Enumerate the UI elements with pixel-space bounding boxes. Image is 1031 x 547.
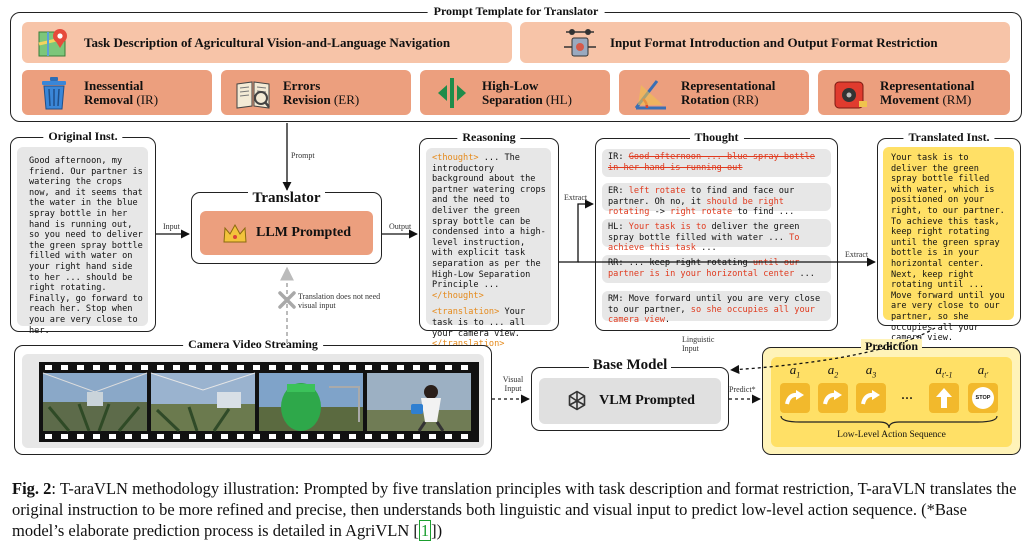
principle-er-box: Errors Revision (ER) [221,70,411,115]
action-label-2: a2 [827,362,839,380]
base-model-title: Base Model [588,357,672,373]
translated-inst-text: Your task is to deliver the green spray … [891,153,1005,344]
base-model-panel: Base Model VLM Prompted [531,357,729,431]
film-strip [39,362,479,442]
principle-rm-label: Representational Movement (RM) [880,77,975,107]
sequence-brace [780,415,998,429]
camera-frame-1 [42,372,148,432]
original-inst-panel: Original Inst. Good afternoon, my friend… [10,129,156,336]
forward-arrow-icon [936,388,952,408]
camera-frame-4 [367,373,471,432]
action-3-rotate-right [856,383,886,413]
action-2-rotate-right [818,383,848,413]
separation-arrows-icon [438,77,466,108]
map-pin-icon [38,28,67,56]
visual-input-label: Visual Input [502,375,524,393]
rotate-right-arrow-icon [823,390,842,405]
action-label-1: a1 [789,362,801,380]
protractor-angle-icon [634,79,666,109]
camera-title: Camera Video Streaming [183,337,323,352]
action-forward [929,383,959,413]
principle-rr-box: Representational Rotation (RR) [619,70,809,115]
principle-ir-label: Inessential Removal (IR) [84,77,159,107]
action-label-3: a3 [865,362,877,380]
sequence-label: Low-Level Action Sequence [837,430,946,440]
blocked-x-icon [278,291,296,309]
translated-inst-panel: Translated Inst. Your task is to deliver… [877,130,1021,343]
extract-label-thought: Extract [564,193,588,202]
reasoning-text: <thought> ... The introductory backgroun… [432,153,546,349]
extract-arrow-thought [559,199,594,263]
rotate-right-arrow-icon [861,390,880,405]
task-description-label: Task Description of Agricultural Vision-… [84,34,451,50]
rotate-right-arrow-icon [785,390,804,405]
thought-title: Thought [689,130,744,145]
principle-rr-label: Representational Rotation (RR) [681,77,776,107]
vlm-prompted-label: VLM Prompted [599,393,695,408]
translated-inst-title: Translated Inst. [903,130,995,145]
prompt-template-title: Prompt Template for Translator [427,4,605,19]
translator-title: Translator [248,190,325,206]
thought-hl: HL: Your task is to deliver the green sp… [602,219,831,253]
open-book-icon [236,80,270,109]
predict-label: Predict* [729,385,756,394]
format-restriction-box: Input Format Introduction and Output For… [520,22,1010,63]
camera-frame-3 [259,373,363,431]
crown-icon [223,223,247,243]
principle-hl-label: High-Low Separation (HL) [482,77,572,107]
task-description-box: Task Description of Agricultural Vision-… [22,22,512,63]
figure-caption: Fig. 2: T-araVLN methodology illustratio… [12,479,1017,541]
input-label: Input [163,222,180,231]
thought-panel: Thought IR: Good afternoon ... blue spra… [595,130,838,331]
tape-measure-icon [834,81,867,108]
process-flow-icon [564,28,596,56]
principle-hl-box: High-Low Separation (HL) [420,70,610,115]
llm-prompted-box: LLM Prompted [200,211,373,255]
prediction-title: Prediction [860,339,923,353]
principle-er-label: Errors Revision (ER) [283,77,360,107]
extract-label-translated: Extract [845,250,869,259]
original-inst-text: Good afternoon, my friend. Our partner i… [29,156,143,336]
thought-rm: RM: Move forward until you are very clos… [602,291,831,325]
vlm-prompted-box: VLM Prompted [539,378,721,424]
translator-panel: Translator LLM Prompted [191,190,382,264]
citation-link[interactable]: 1 [418,520,432,541]
thought-rr: RR: ... keep right rotating until our pa… [602,255,831,283]
linguistic-input-label: Linguistic Input [682,335,715,353]
principle-rm-box: Representational Movement (RM) [818,70,1010,115]
action-1-rotate-right [780,383,810,413]
action-ellipsis: ... [901,386,913,403]
output-label: Output [389,222,412,231]
llm-prompted-label: LLM Prompted [255,225,351,240]
camera-panel: Camera Video Streaming [14,337,492,455]
reasoning-panel: Reasoning <thought> ... The introductory… [419,130,559,349]
original-inst-title: Original Inst. [43,129,123,144]
no-visual-label: Translation does not need visual input [298,292,381,310]
stop-icon: STOP [972,387,994,409]
principle-ir-box: Inessential Removal (IR) [22,70,212,115]
reasoning-title: Reasoning [457,130,521,145]
openai-logo-icon [568,390,586,411]
thought-er: ER: left rotate to find and face our par… [602,183,831,217]
trash-can-icon [42,76,66,109]
prediction-panel: Prediction a1 a2 a3 at'-1 at' ... STOP L… [762,339,1021,455]
prompt-label: Prompt [291,151,315,160]
camera-frame-2 [150,372,256,433]
format-restriction-label: Input Format Introduction and Output For… [610,34,938,50]
action-label-t: at' [977,362,989,380]
thought-ir: IR: Good afternoon ... blue spray bottle… [602,149,831,177]
action-label-t-minus-1: at'-1 [935,362,953,380]
action-stop: STOP [968,383,998,413]
